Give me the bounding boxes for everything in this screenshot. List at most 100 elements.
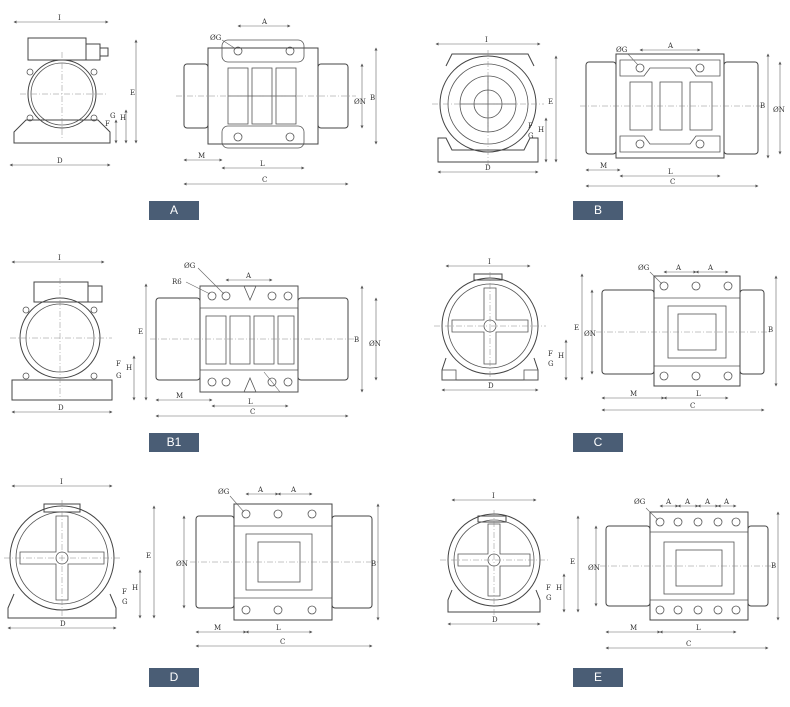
dim-label-a: A [261,18,268,26]
panel-label-a: A [149,201,199,220]
dim-label-on: ØN [354,98,366,106]
dim-label-h: H [556,584,562,592]
dim-label-e: E [146,552,151,560]
dim-label-d: D [60,620,66,628]
dim-label-i: I [58,254,61,262]
dim-label-i: I [58,14,61,22]
panel-a-end-view: I D E H G F [9,14,138,167]
panel-label-c: C [573,433,623,452]
dim-label-g: G [116,372,122,380]
dim-label-a: A [707,264,714,272]
panel-b-end-view: I D E H F G [432,36,558,174]
dim-label-e: E [548,98,553,106]
dim-label-r6: R6 [172,278,182,286]
panel-e: I D E H F G A A [440,492,780,650]
panel-label-d: D [149,668,199,687]
dim-label-l: L [276,624,281,632]
dim-label-b: B [771,562,776,570]
panel-b1-top-view: A ØG R6 M L C B ØN [150,262,381,418]
panel-c: I D E H F G A A ØG [434,258,778,412]
dim-label-f: F [122,588,127,596]
dim-label-g: G [548,360,554,368]
dim-label-a: A [667,42,674,50]
panel-c-end-view: I D E H F G [434,258,584,392]
dim-label-d: D [492,616,498,624]
dim-label-c: C [280,638,285,646]
dim-label-og: ØG [616,46,628,54]
dim-label-i: I [488,258,491,266]
dim-label-c: C [670,178,675,186]
dim-label-d: D [485,164,491,172]
dim-label-m: M [214,624,221,632]
dim-label-on: ØN [369,340,381,348]
dim-label-a: A [257,486,264,494]
dim-label-b: B [370,94,375,102]
dim-label-m: M [600,162,607,170]
dim-label-b: B [768,326,773,334]
dim-label-m: M [176,392,183,400]
dim-label-f: F [546,584,551,592]
dim-label-l: L [668,168,673,176]
dim-label-a: A [684,498,691,506]
panel-b1: I D E H F G A Ø [10,254,381,418]
dim-label-c: C [690,402,695,410]
dim-label-g: G [110,112,116,120]
panel-label-b1: B1 [149,433,199,452]
dim-label-i: I [492,492,495,500]
dim-label-h: H [126,364,132,372]
panel-a-top-view: A ØG M L C ØN B [176,18,378,186]
panel-c-top-view: A A ØG M L C ØN B [584,264,778,412]
dim-label-a: A [723,498,730,506]
panel-d: I D E H F G A A ØG [4,478,380,648]
dim-label-a: A [704,498,711,506]
dim-label-d: D [488,382,494,390]
dim-label-h: H [538,126,544,134]
dim-label-f: F [105,120,110,128]
dim-label-on: ØN [588,564,600,572]
dim-label-b: B [371,560,376,568]
dim-label-on: ØN [773,106,785,114]
dim-label-c: C [686,640,691,648]
dim-label-g: G [122,598,128,606]
dim-label-m: M [630,390,637,398]
panel-e-top-view: A A A A ØG M L C ØN B [588,498,780,650]
dim-label-og: ØG [210,34,222,42]
dim-label-g: G [528,132,534,140]
dim-label-e: E [138,328,143,336]
dim-label-d: D [58,404,64,412]
panel-e-end-view: I D E H F G [440,492,580,626]
dim-label-og: ØG [184,262,196,270]
dim-label-a: A [290,486,297,494]
dim-label-on: ØN [584,330,596,338]
dim-label-e: E [570,558,575,566]
dim-label-og: ØG [634,498,646,506]
dim-label-c: C [250,408,255,416]
dim-label-on: ØN [176,560,188,568]
dim-label-b: B [760,102,765,110]
dim-label-i: I [485,36,488,44]
panel-d-top-view: A A ØG M L C ØN B [176,486,380,648]
dim-label-a: A [245,272,252,280]
dim-label-a: A [665,498,672,506]
dim-label-h: H [132,584,138,592]
dim-label-a: A [675,264,682,272]
dim-label-e: E [130,89,135,97]
dim-label-c: C [262,176,267,184]
dim-label-f: F [116,360,121,368]
dim-label-og: ØG [218,488,230,496]
panel-label-e: E [573,668,623,687]
panel-d-end-view: I D E H F G [4,478,156,630]
dim-label-l: L [696,390,701,398]
dim-label-f: F [528,122,533,130]
dim-label-l: L [260,160,265,168]
dim-label-e: E [574,324,579,332]
panel-b: I D E H F G A ØG M [432,36,785,188]
dim-label-g: G [546,594,552,602]
dim-label-m: M [198,152,205,160]
dim-label-h: H [120,114,126,122]
panel-b-top-view: A ØG M L C B ØN [580,42,785,188]
dim-label-m: M [630,624,637,632]
dim-label-h: H [558,352,564,360]
dim-label-l: L [696,624,701,632]
